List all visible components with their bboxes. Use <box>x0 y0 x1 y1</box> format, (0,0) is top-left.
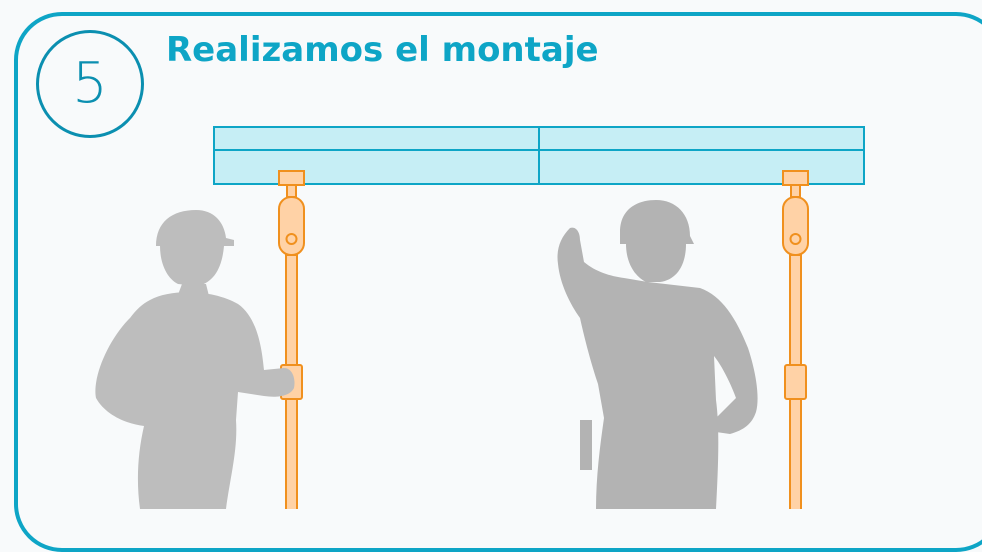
step-number-badge: 5 <box>36 30 144 138</box>
step-title: Realizamos el montaje <box>166 30 599 70</box>
step-number: 5 <box>72 51 108 116</box>
worker-silhouette-left-icon <box>95 210 295 509</box>
assembly-illustration: 5 Realizamos el montaje <box>14 12 982 552</box>
formwork-panel <box>213 126 865 185</box>
shoring-prop-left-icon <box>278 170 305 509</box>
shoring-prop-right-icon <box>782 170 809 509</box>
assembly-scene <box>95 126 865 509</box>
worker-silhouette-right-icon <box>557 200 758 509</box>
